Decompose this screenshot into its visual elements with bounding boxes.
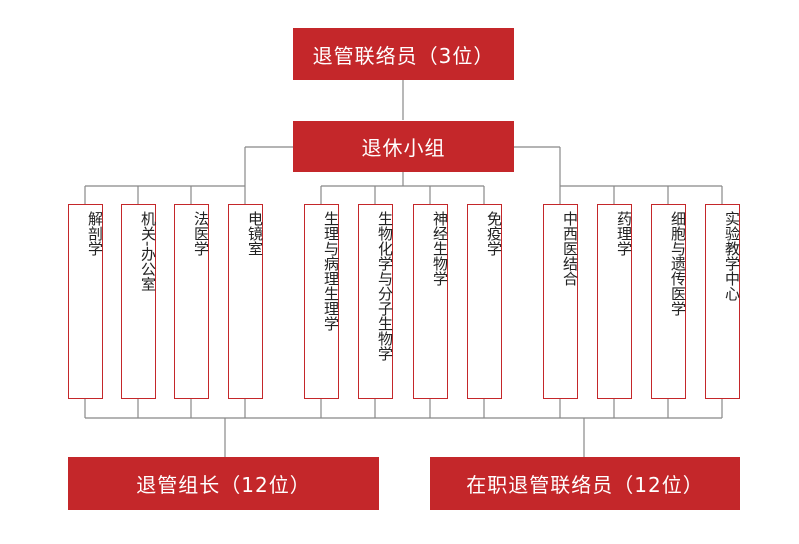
top-box-liaison: 退管联络员（3位） <box>293 28 514 80</box>
dept-label: 实验教学中心 <box>723 211 741 301</box>
dept-label: 药理学 <box>615 211 633 256</box>
dept-label: 生理与病理生理学 <box>322 211 340 331</box>
dept-label: 细胞与遗传医学 <box>669 211 687 316</box>
dept-label: 神经生物学 <box>431 211 449 286</box>
top-box-label: 退管联络员（3位） <box>312 43 495 68</box>
group-box-label: 退休小组 <box>361 136 446 160</box>
dept-box: 中西医结合 <box>543 204 579 399</box>
dept-label: 生物化学与分子生物学 <box>376 211 394 361</box>
dept-label: 机关-办公室 <box>139 211 157 292</box>
bottom-left-label: 退管组长（12位） <box>136 473 311 497</box>
dept-label: 电镜室 <box>246 211 264 256</box>
dept-box: 机关-办公室 <box>121 204 157 399</box>
dept-label: 解剖学 <box>86 211 104 256</box>
dept-box: 药理学 <box>597 204 633 399</box>
bottom-right-label: 在职退管联络员（12位） <box>466 473 704 497</box>
dept-box: 电镜室 <box>228 204 264 399</box>
dept-box: 实验教学中心 <box>705 204 741 399</box>
dept-box: 生物化学与分子生物学 <box>358 204 394 399</box>
dept-label: 中西医结合 <box>561 211 579 286</box>
dept-label: 免疫学 <box>485 211 503 256</box>
group-box-retirement-team: 退休小组 <box>293 121 514 172</box>
dept-box: 神经生物学 <box>413 204 449 399</box>
dept-box: 法医学 <box>174 204 210 399</box>
bottom-box-active-liaisons: 在职退管联络员（12位） <box>430 457 740 510</box>
dept-box: 生理与病理生理学 <box>304 204 340 399</box>
dept-box: 细胞与遗传医学 <box>651 204 687 399</box>
bottom-box-team-leaders: 退管组长（12位） <box>68 457 379 510</box>
dept-box: 免疫学 <box>467 204 503 399</box>
dept-box: 解剖学 <box>68 204 104 399</box>
dept-label: 法医学 <box>192 211 210 256</box>
